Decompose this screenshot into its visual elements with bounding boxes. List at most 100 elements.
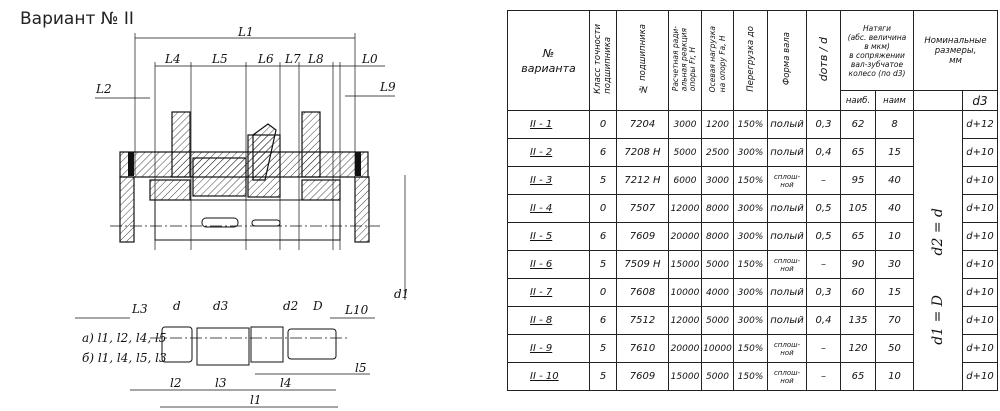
cell-overload: 150% [733,166,768,195]
cell-d3: d+12 [962,110,998,139]
cell-overload: 300% [733,278,768,307]
label-D: D [312,299,323,313]
cell-max: 90 [840,250,876,279]
cell-d3: d+10 [962,278,998,307]
label-L2: L2 [95,82,112,96]
label-d1: d1 [394,287,409,301]
label-d2: d2 [283,299,298,313]
cell-variant: II - 4 [507,194,590,223]
cell-min: 70 [875,306,914,335]
cell-ratio: 0,4 [806,306,841,335]
cell-ratio: 0,5 [806,194,841,223]
cell-cls: 5 [589,166,617,195]
cell-fa: 5000 [701,306,734,335]
label-L3: L3 [131,302,148,316]
cell-form: сплош- ной [767,362,807,391]
header-variant: № варианта [507,10,590,111]
dimension-labels: L1 L4 L5 L6 L7 L8 L0 L2 L9 L3 L10 d d3 d… [82,25,409,407]
cell-fr: 12000 [668,194,702,223]
shaft-variant-b: б) l1, l4, l5, l3 [82,351,167,365]
cell-fr: 20000 [668,334,702,363]
header-bearing-no: № подшипника [637,24,648,94]
cell-max: 95 [840,166,876,195]
cell-variant: II - 3 [507,166,590,195]
cell-variant: II - 5 [507,222,590,251]
cell-cls: 6 [589,138,617,167]
cell-max: 135 [840,306,876,335]
cell-d3: d+10 [962,194,998,223]
label-l5: l5 [355,361,366,375]
header-radial-load: Расчетная ради- альная реакция опоры Fr,… [671,26,698,92]
cell-variant: II - 8 [507,306,590,335]
cell-variant: II - 7 [507,278,590,307]
cell-d3: d+10 [962,362,998,391]
cell-ratio: 0,3 [806,110,841,139]
cell-min: 15 [875,138,914,167]
cell-bearing: 7608 [616,278,669,307]
cell-form: сплош- ной [767,334,807,363]
cell-min: 15 [875,278,914,307]
cell-ratio: 0,5 [806,222,841,251]
header-interference-min: наим [875,90,914,111]
cell-fr: 5000 [668,138,702,167]
cell-form: полый [767,194,807,223]
header-interference-max: наиб. [840,90,876,111]
cell-fr: 3000 [668,110,702,139]
variants-table: № варианта Класс точности подшипника № п… [507,10,998,391]
label-L7: L7 [284,52,301,66]
cell-min: 10 [875,222,914,251]
cell-d3: d+10 [962,334,998,363]
cell-overload: 300% [733,194,768,223]
cell-ratio: 0,4 [806,138,841,167]
label-l2: l2 [170,376,181,390]
label-l3: l3 [215,376,227,390]
cell-bearing: 7509 H [616,250,669,279]
cell-max: 105 [840,194,876,223]
cell-min: 8 [875,110,914,139]
housing-section [110,111,380,243]
label-L8: L8 [307,52,324,66]
header-d-ratio: dотв / d [816,36,830,82]
header-nominal-dimensions: Номинальные размеры, мм [913,10,998,91]
cell-fr: 10000 [668,278,702,307]
cell-fa: 8000 [701,222,734,251]
cell-max: 65 [840,362,876,391]
cell-cls: 0 [589,194,617,223]
cell-min: 40 [875,194,914,223]
cell-overload: 300% [733,222,768,251]
cell-overload: 300% [733,306,768,335]
cell-fa: 5000 [701,250,734,279]
cell-cls: 5 [589,334,617,363]
header-shaft-form: Форма вала [782,32,792,86]
cell-max: 120 [840,334,876,363]
cell-fr: 20000 [668,222,702,251]
cell-ratio: 0,3 [806,278,841,307]
cell-cls: 0 [589,110,617,139]
header-interference: Натяги (абс. величина в мкм) в сопряжени… [840,10,914,91]
cell-bearing: 7204 [616,110,669,139]
cell-fa: 10000 [701,334,734,363]
cell-variant: II - 1 [507,110,590,139]
cell-d3: d+10 [962,250,998,279]
cell-form: сплош- ной [767,166,807,195]
cell-variant: II - 9 [507,334,590,363]
label-L0: L0 [361,52,378,66]
d1-equals-D: d1 = D [930,295,946,346]
cell-fr: 15000 [668,250,702,279]
cell-overload: 300% [733,138,768,167]
cell-form: полый [767,278,807,307]
cell-bearing: 7512 [616,306,669,335]
cell-overload: 150% [733,110,768,139]
cell-form: полый [767,110,807,139]
label-L4: L4 [164,52,181,66]
cell-fr: 12000 [668,306,702,335]
cell-fr: 15000 [668,362,702,391]
cell-d3: d+10 [962,138,998,167]
cell-bearing: 7609 [616,222,669,251]
